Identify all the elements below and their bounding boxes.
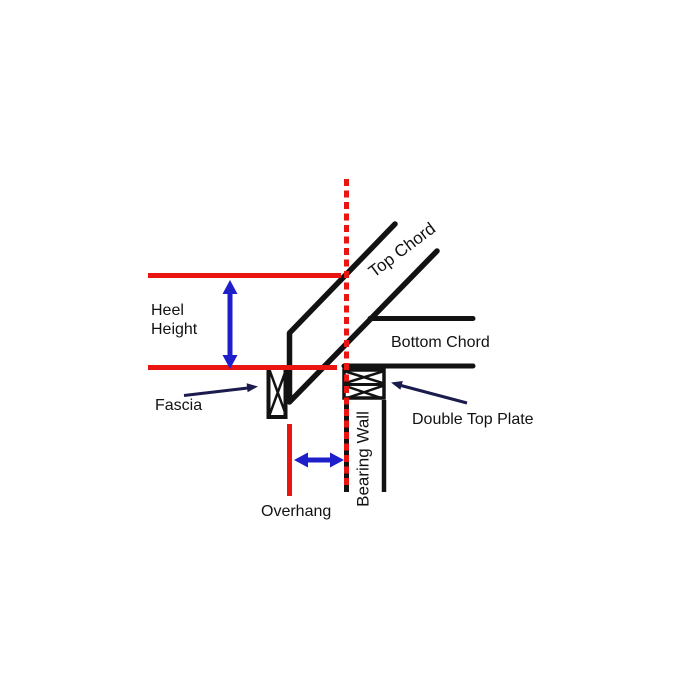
top-plate-pointer-line bbox=[400, 384, 468, 405]
bottom-chord-label: Bottom Chord bbox=[391, 334, 490, 351]
top-plate-cross-pattern bbox=[345, 370, 383, 400]
overhang-label: Overhang bbox=[261, 503, 332, 520]
fascia-pointer-arrowhead bbox=[246, 383, 258, 393]
heel-height-arrowhead-down bbox=[222, 355, 238, 369]
top-plate-pointer-arrowhead bbox=[391, 381, 403, 390]
overhang-arrowhead-right bbox=[330, 452, 344, 468]
bearing-wall-label: Bearing Wall bbox=[353, 411, 373, 507]
heel-height-arrowhead-up bbox=[222, 280, 238, 294]
heel-height-label: Heel Height bbox=[151, 302, 198, 338]
fascia-label: Fascia bbox=[155, 397, 203, 414]
double-top-plate-label: Double Top Plate bbox=[412, 411, 534, 428]
fascia-cross-pattern bbox=[267, 368, 288, 417]
fascia-pointer-line bbox=[183, 386, 249, 397]
overhang-arrowhead-left bbox=[294, 452, 308, 468]
